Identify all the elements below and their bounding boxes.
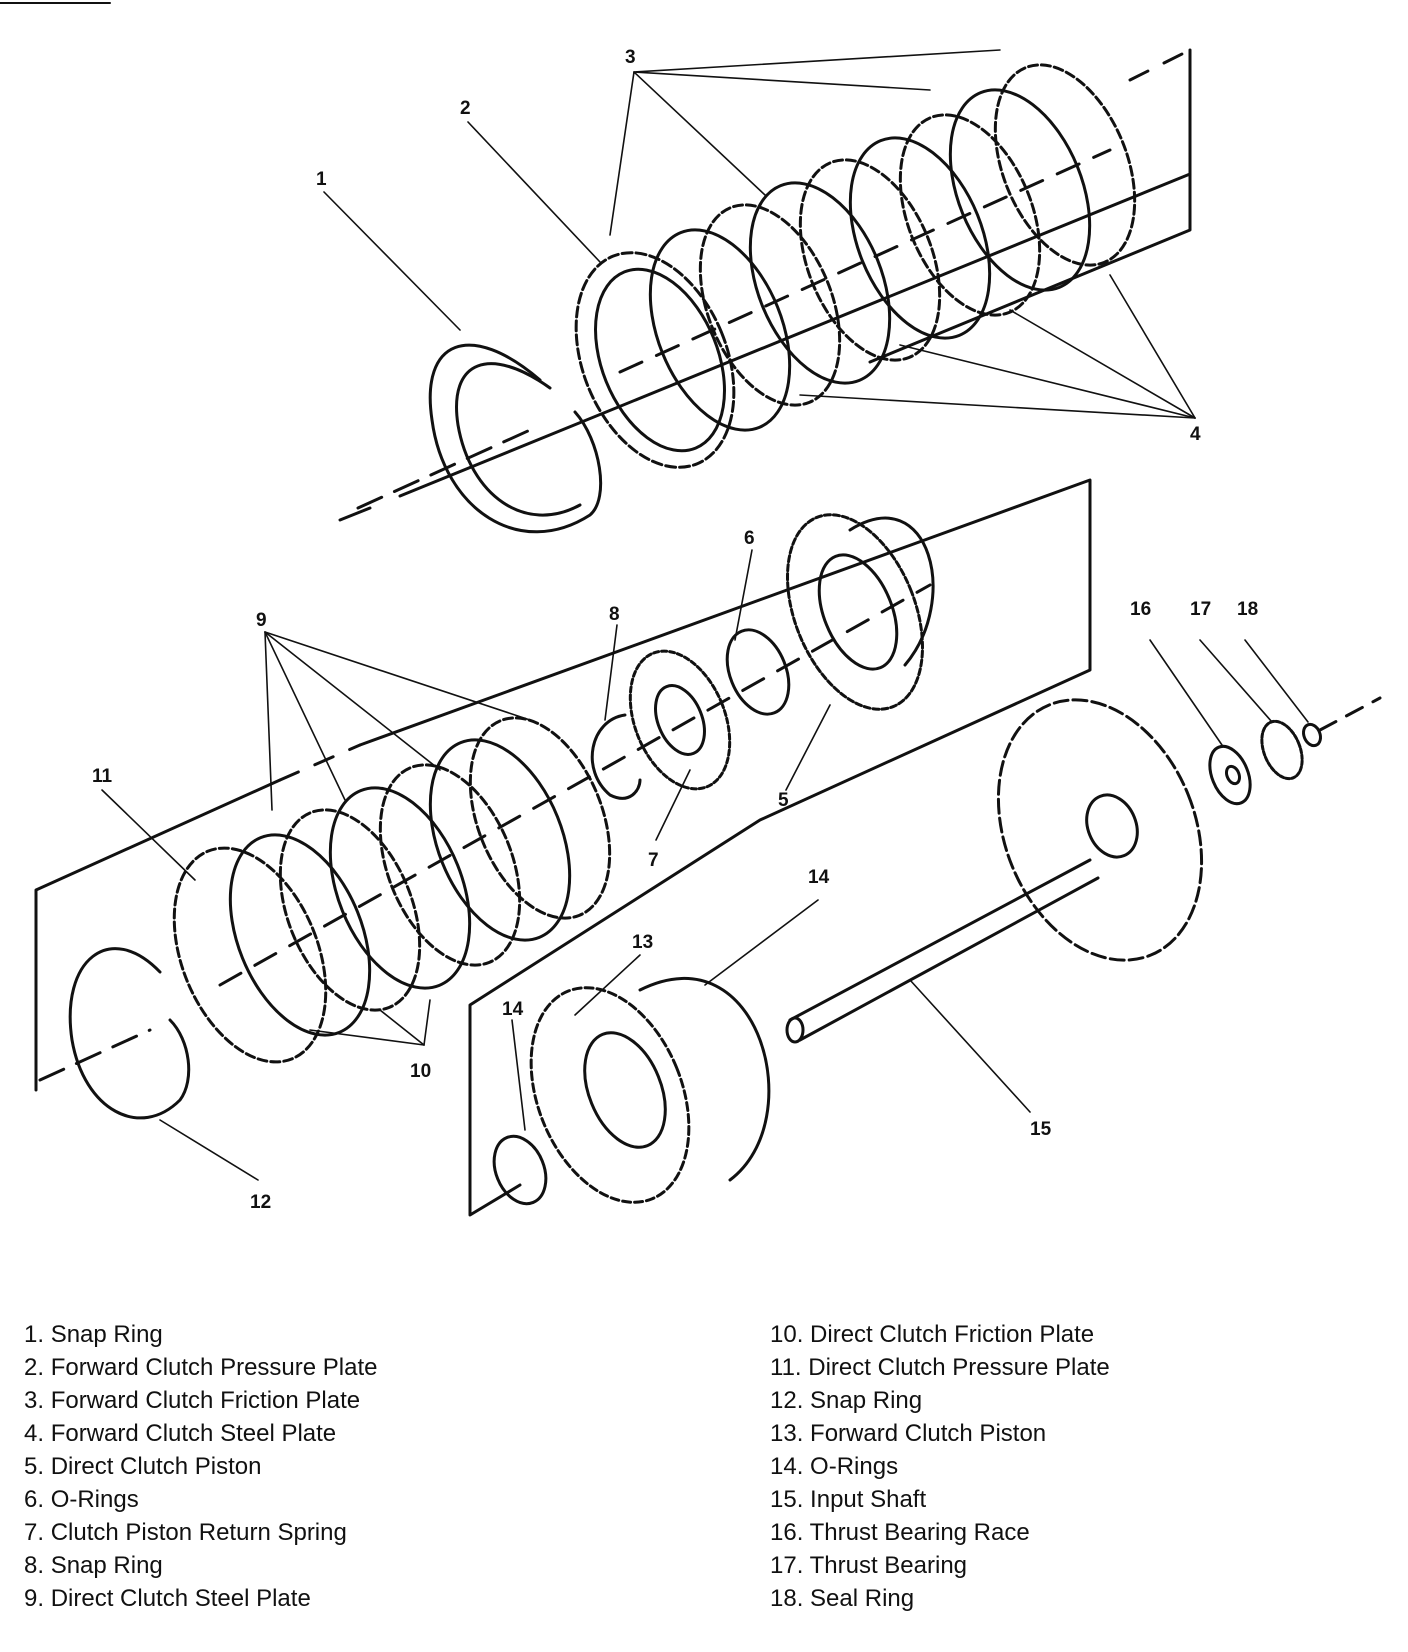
- legend-right-column: 10. Direct Clutch Friction Plate 11. Dir…: [770, 1318, 1110, 1615]
- legend-left-column: 1. Snap Ring 2. Forward Clutch Pressure …: [24, 1318, 377, 1615]
- snap-ring-8: [590, 713, 642, 800]
- callout-15: 15: [1030, 1119, 1052, 1140]
- callout-12: 12: [250, 1192, 271, 1213]
- callout-3: 3: [625, 47, 636, 68]
- legend-item: 4. Forward Clutch Steel Plate: [24, 1420, 337, 1447]
- legend-item: 6. O-Rings: [24, 1486, 139, 1513]
- callout-4: 4: [1190, 424, 1201, 445]
- lower-leaders: [101, 549, 1309, 1181]
- callout-14-upper: 14: [808, 867, 830, 888]
- upper-assembly-frame: [338, 48, 1192, 522]
- upper-leaders: [323, 49, 1196, 419]
- legend-item: 12. Snap Ring: [770, 1387, 923, 1414]
- legend-item: 16. Thrust Bearing Race: [770, 1519, 1030, 1546]
- legend-item: 1. Snap Ring: [24, 1321, 163, 1348]
- callout-7: 7: [648, 850, 659, 871]
- callout-18: 18: [1237, 599, 1258, 620]
- forward-clutch-piston-13: [529, 976, 771, 1204]
- callout-14-lower: 14: [502, 999, 524, 1020]
- o-ring-14: [492, 1134, 548, 1206]
- legend-item: 5. Direct Clutch Piston: [24, 1453, 262, 1480]
- legend-item: 18. Seal Ring: [770, 1585, 915, 1612]
- middle-assembly-frame: [34, 478, 1092, 1217]
- legend-item: 17. Thrust Bearing: [770, 1552, 968, 1579]
- callout-13: 13: [632, 932, 653, 953]
- callout-17: 17: [1190, 599, 1211, 620]
- legend-item: 2. Forward Clutch Pressure Plate: [24, 1354, 378, 1381]
- callout-5: 5: [778, 790, 789, 811]
- callout-11: 11: [92, 766, 113, 787]
- direct-clutch-plate-stack: [172, 583, 932, 1064]
- legend-item: 3. Forward Clutch Friction Plate: [24, 1387, 361, 1414]
- legend-item: 8. Snap Ring: [24, 1552, 163, 1579]
- legend-item: 11. Direct Clutch Pressure Plate: [770, 1354, 1110, 1381]
- callout-8: 8: [609, 604, 620, 625]
- callout-10: 10: [410, 1061, 431, 1082]
- callout-16: 16: [1130, 599, 1151, 620]
- forward-pressure-plate-2: [574, 251, 736, 469]
- forward-clutch-plate-stack: [618, 63, 1137, 432]
- callout-6: 6: [744, 528, 755, 549]
- input-shaft-15: [785, 698, 1204, 1044]
- callout-2: 2: [460, 98, 471, 119]
- legend-item: 13. Forward Clutch Piston: [770, 1420, 1047, 1447]
- o-ring-6: [725, 628, 791, 716]
- legend-item: 10. Direct Clutch Friction Plate: [770, 1321, 1095, 1348]
- snap-ring-12: [38, 947, 191, 1120]
- legend-item: 7. Clutch Piston Return Spring: [24, 1519, 347, 1546]
- legend-item: 14. O-Rings: [770, 1453, 899, 1480]
- legend-item: 15. Input Shaft: [770, 1486, 927, 1513]
- snap-ring-1: [356, 343, 603, 534]
- direct-clutch-piston-5: [786, 513, 935, 711]
- callout-9: 9: [256, 610, 267, 631]
- thrust-parts-16-18: [1208, 696, 1382, 806]
- exploded-view-diagram: 1 2 3 4 5 6 7 8 9 10 11 12 13 14 14 15 1…: [0, 2, 1382, 1217]
- callout-1: 1: [316, 169, 327, 190]
- legend-item: 9. Direct Clutch Steel Plate: [24, 1585, 311, 1612]
